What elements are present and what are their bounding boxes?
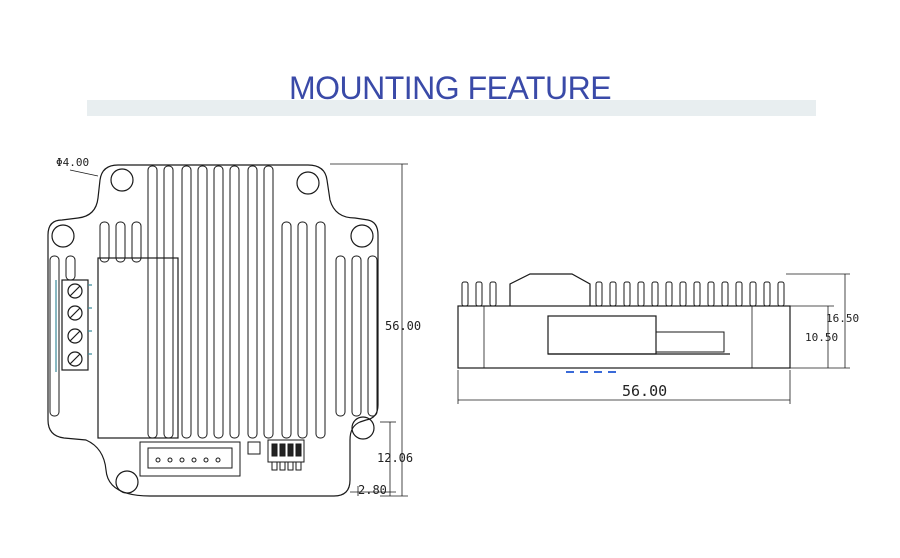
mount-hole-mid-right: [350, 224, 374, 248]
title-band: [87, 100, 816, 116]
top-height-label: 56.00: [385, 319, 421, 333]
side-body-height-label: 10.50: [805, 331, 838, 344]
dip-switch: [247, 439, 305, 471]
top-view-component-block: [97, 257, 179, 439]
offset-label: 2.80: [358, 483, 387, 497]
top-view-outline: [47, 164, 379, 497]
side-view-component: [547, 315, 657, 355]
mount-hole-mid-left: [51, 224, 75, 248]
bottom-connector: [139, 441, 241, 477]
page-title: MOUNTING FEATURE: [288, 70, 612, 106]
lower-height-label: 12.06: [377, 451, 413, 465]
top-view: [47, 163, 408, 497]
side-view-dimensions: [457, 273, 850, 404]
side-view: [457, 273, 850, 404]
mount-hole-top-right: [296, 171, 320, 195]
mount-hole-top-left: [110, 168, 134, 192]
terminal-block: [55, 279, 92, 372]
side-total-height-label: 16.50: [826, 312, 859, 325]
side-width-label: 56.00: [622, 382, 667, 400]
mount-hole-bottom-left: [115, 470, 139, 494]
side-view-base: [457, 305, 791, 369]
top-view-fins: [49, 165, 378, 439]
hole-diameter-label: Φ4.00: [56, 156, 89, 169]
top-view-dimensions: [69, 163, 408, 497]
side-view-cover: [509, 273, 591, 306]
side-view-fins: [461, 281, 785, 307]
mount-hole-bottom-right: [351, 416, 375, 440]
